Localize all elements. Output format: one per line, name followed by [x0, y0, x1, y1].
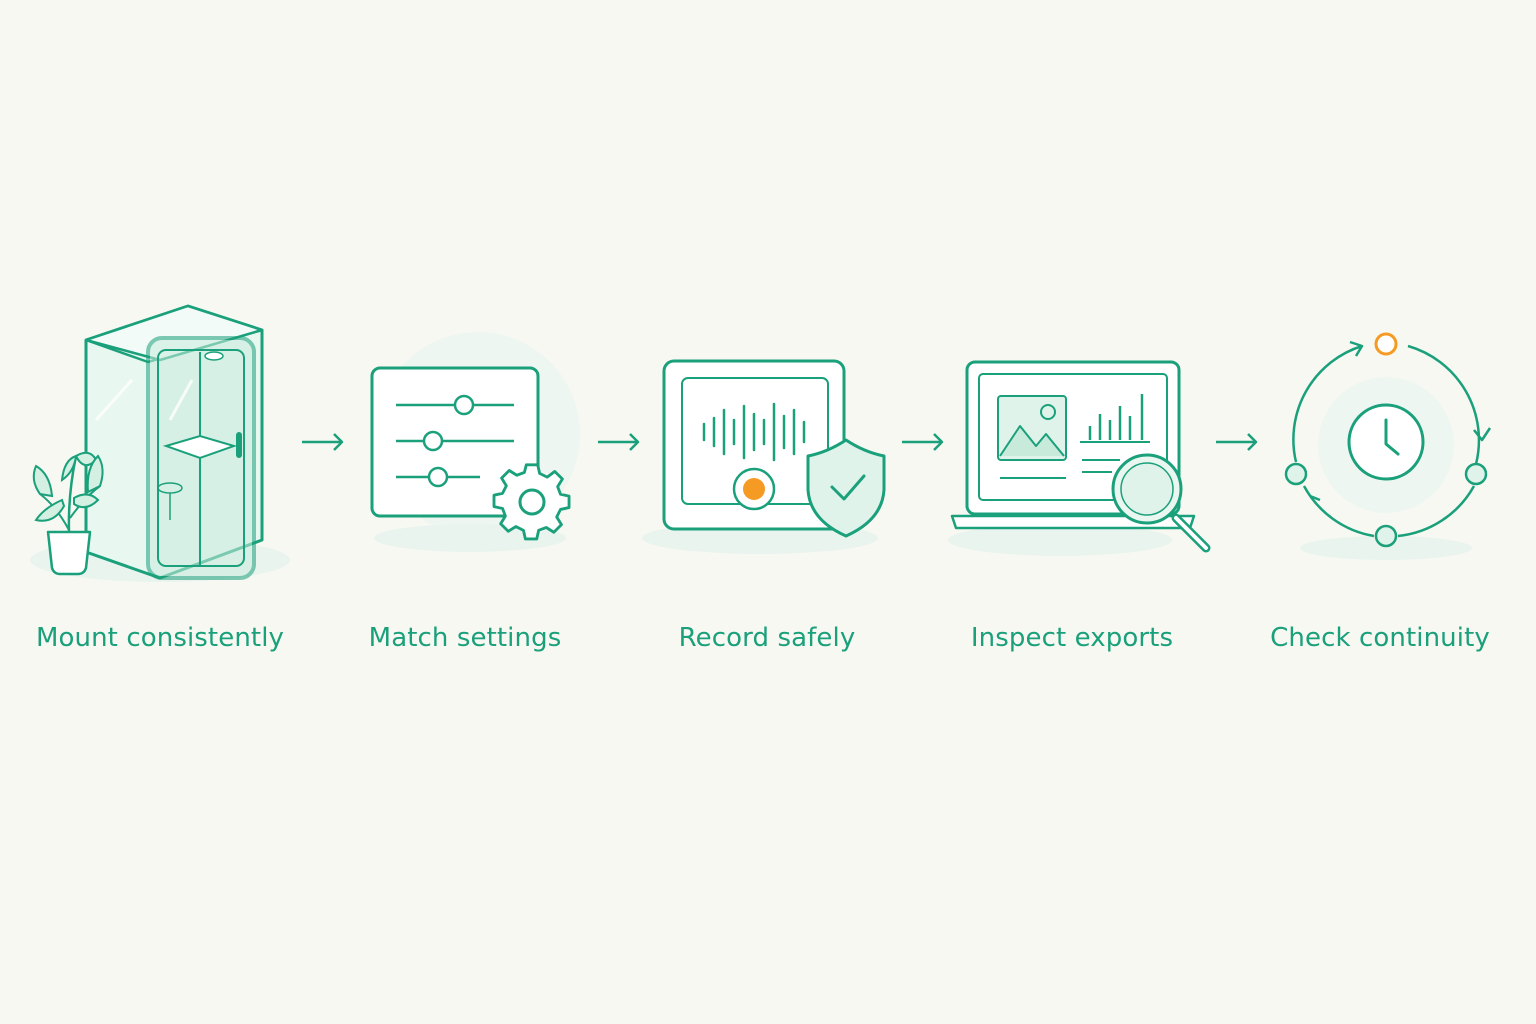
continuity-cycle-icon [1284, 332, 1492, 560]
arrow-right-icon [900, 430, 946, 454]
step-label-match-settings: Match settings [368, 623, 562, 653]
laptop-inspect-icon [948, 360, 1211, 556]
recording-shield-icon [642, 359, 886, 554]
step-label-mount-consistently: Mount consistently [35, 623, 285, 653]
step-label-check-continuity: Check continuity [1270, 623, 1490, 653]
arrow-right-icon [300, 430, 346, 454]
step-label-record-safely: Record safely [678, 623, 856, 653]
step-label-inspect-exports: Inspect exports [970, 623, 1174, 653]
arrow-right-icon [596, 430, 642, 454]
settings-sliders-icon [370, 332, 580, 552]
phone-booth-icon [30, 304, 290, 582]
arrow-right-icon [1214, 430, 1260, 454]
